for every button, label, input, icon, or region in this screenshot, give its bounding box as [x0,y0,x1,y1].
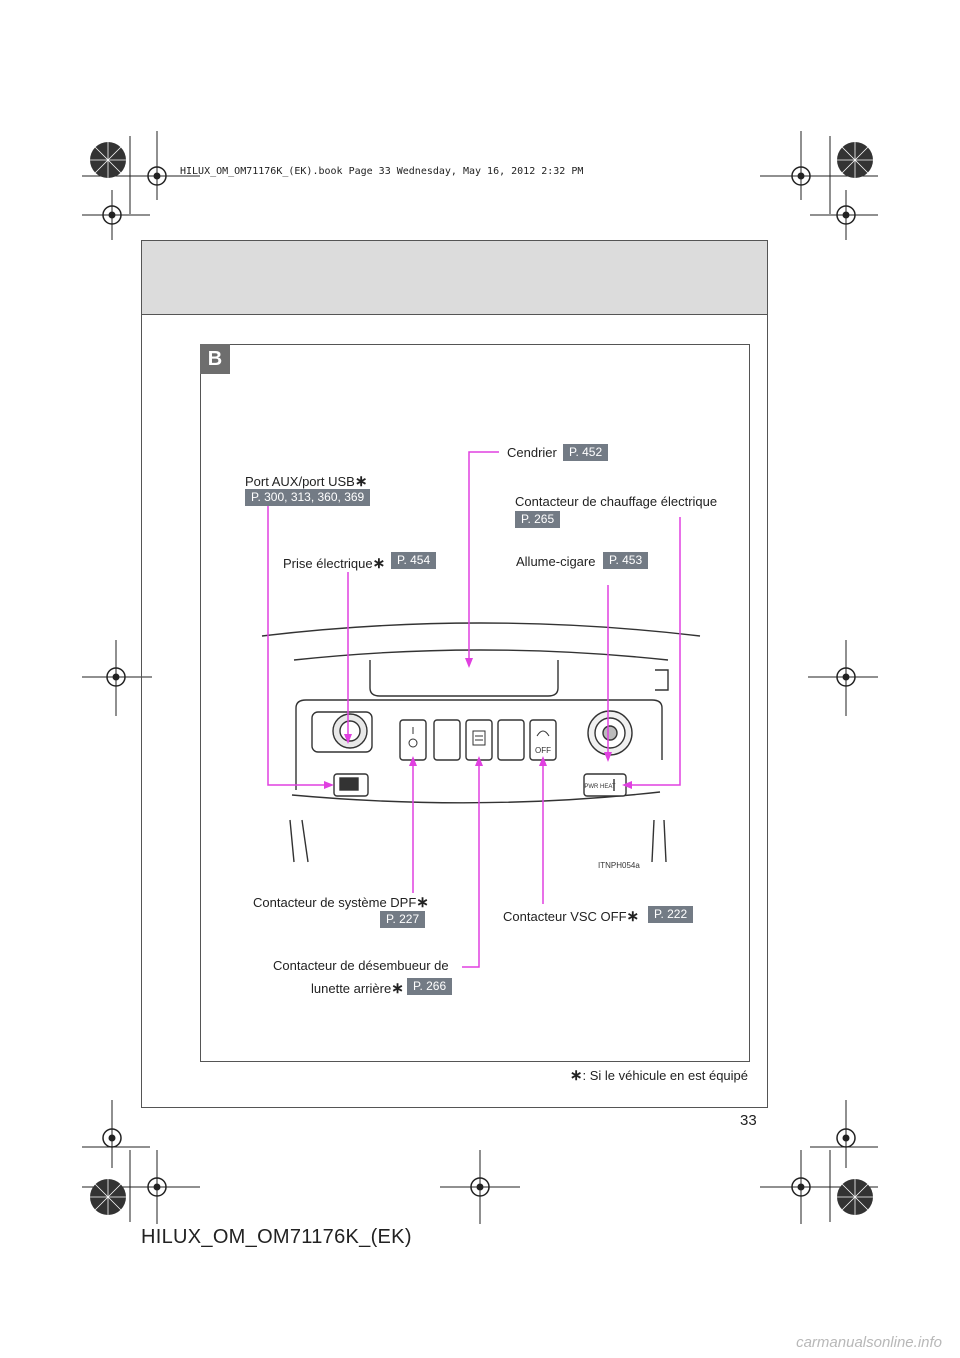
callout-cendrier-ref[interactable]: P. 452 [563,444,609,461]
callout-desembueur-ref[interactable]: P. 266 [407,978,453,995]
callout-chauffage-ref[interactable]: P. 265 [515,511,561,528]
leader-cendrier [468,451,499,664]
diagram-box [200,344,750,1062]
leader-aux-usb [267,505,330,786]
callout-allume-ref[interactable]: P. 453 [603,552,649,569]
pwr-heat-text: PWR HEAT [584,784,616,790]
callout-dpf-label: Contacteur de système DPF∗ [253,894,429,911]
header-band [142,241,767,315]
callout-allume-label: Allume-cigare [516,554,596,569]
document-id: HILUX_OM_OM71176K_(EK) [141,1226,412,1248]
page-frame [141,240,768,1108]
book-file-reference: HILUX_OM_OM71176K_(EK).book Page 33 Wedn… [180,166,584,177]
callout-vsc-label: Contacteur VSC OFF∗ [503,908,640,925]
callout-chauffage-label: Contacteur de chauffage électrique [515,494,718,509]
callout-vsc-ref[interactable]: P. 222 [648,906,694,923]
callout-prise-ref[interactable]: P. 454 [391,552,437,569]
tray-opening [369,660,559,697]
callout-dpf-ref[interactable]: P. 227 [380,911,426,928]
watermark: carmanualsonline.info [796,1334,942,1351]
callout-aux-usb-label: Port AUX/port USB∗ [245,473,368,490]
leader-chauffage [626,517,681,786]
page-number: 33 [740,1112,757,1129]
callout-cendrier-label: Cendrier [507,445,557,460]
vsc-off-text: OFF [535,746,551,755]
side-bracket [655,669,669,691]
switch-dpf [399,719,427,761]
callout-desembueur-label-line1: Contacteur de désembueur de [273,958,449,973]
callout-prise-label: Prise électrique∗ [283,555,386,572]
callout-aux-usb-ref[interactable]: P. 300, 313, 360, 369 [245,489,371,506]
leader-desembueur [462,760,480,968]
callout-desembueur-label-line2: lunette arrière∗ [311,980,404,997]
dash-upper-curve [261,622,701,637]
console-top [295,699,663,760]
dash-second-curve [293,649,669,661]
illustration-code: ITNPH054a [598,861,640,870]
section-tab: B [200,344,230,374]
footnote: ∗: Si le véhicule en est équipé [569,1067,748,1084]
